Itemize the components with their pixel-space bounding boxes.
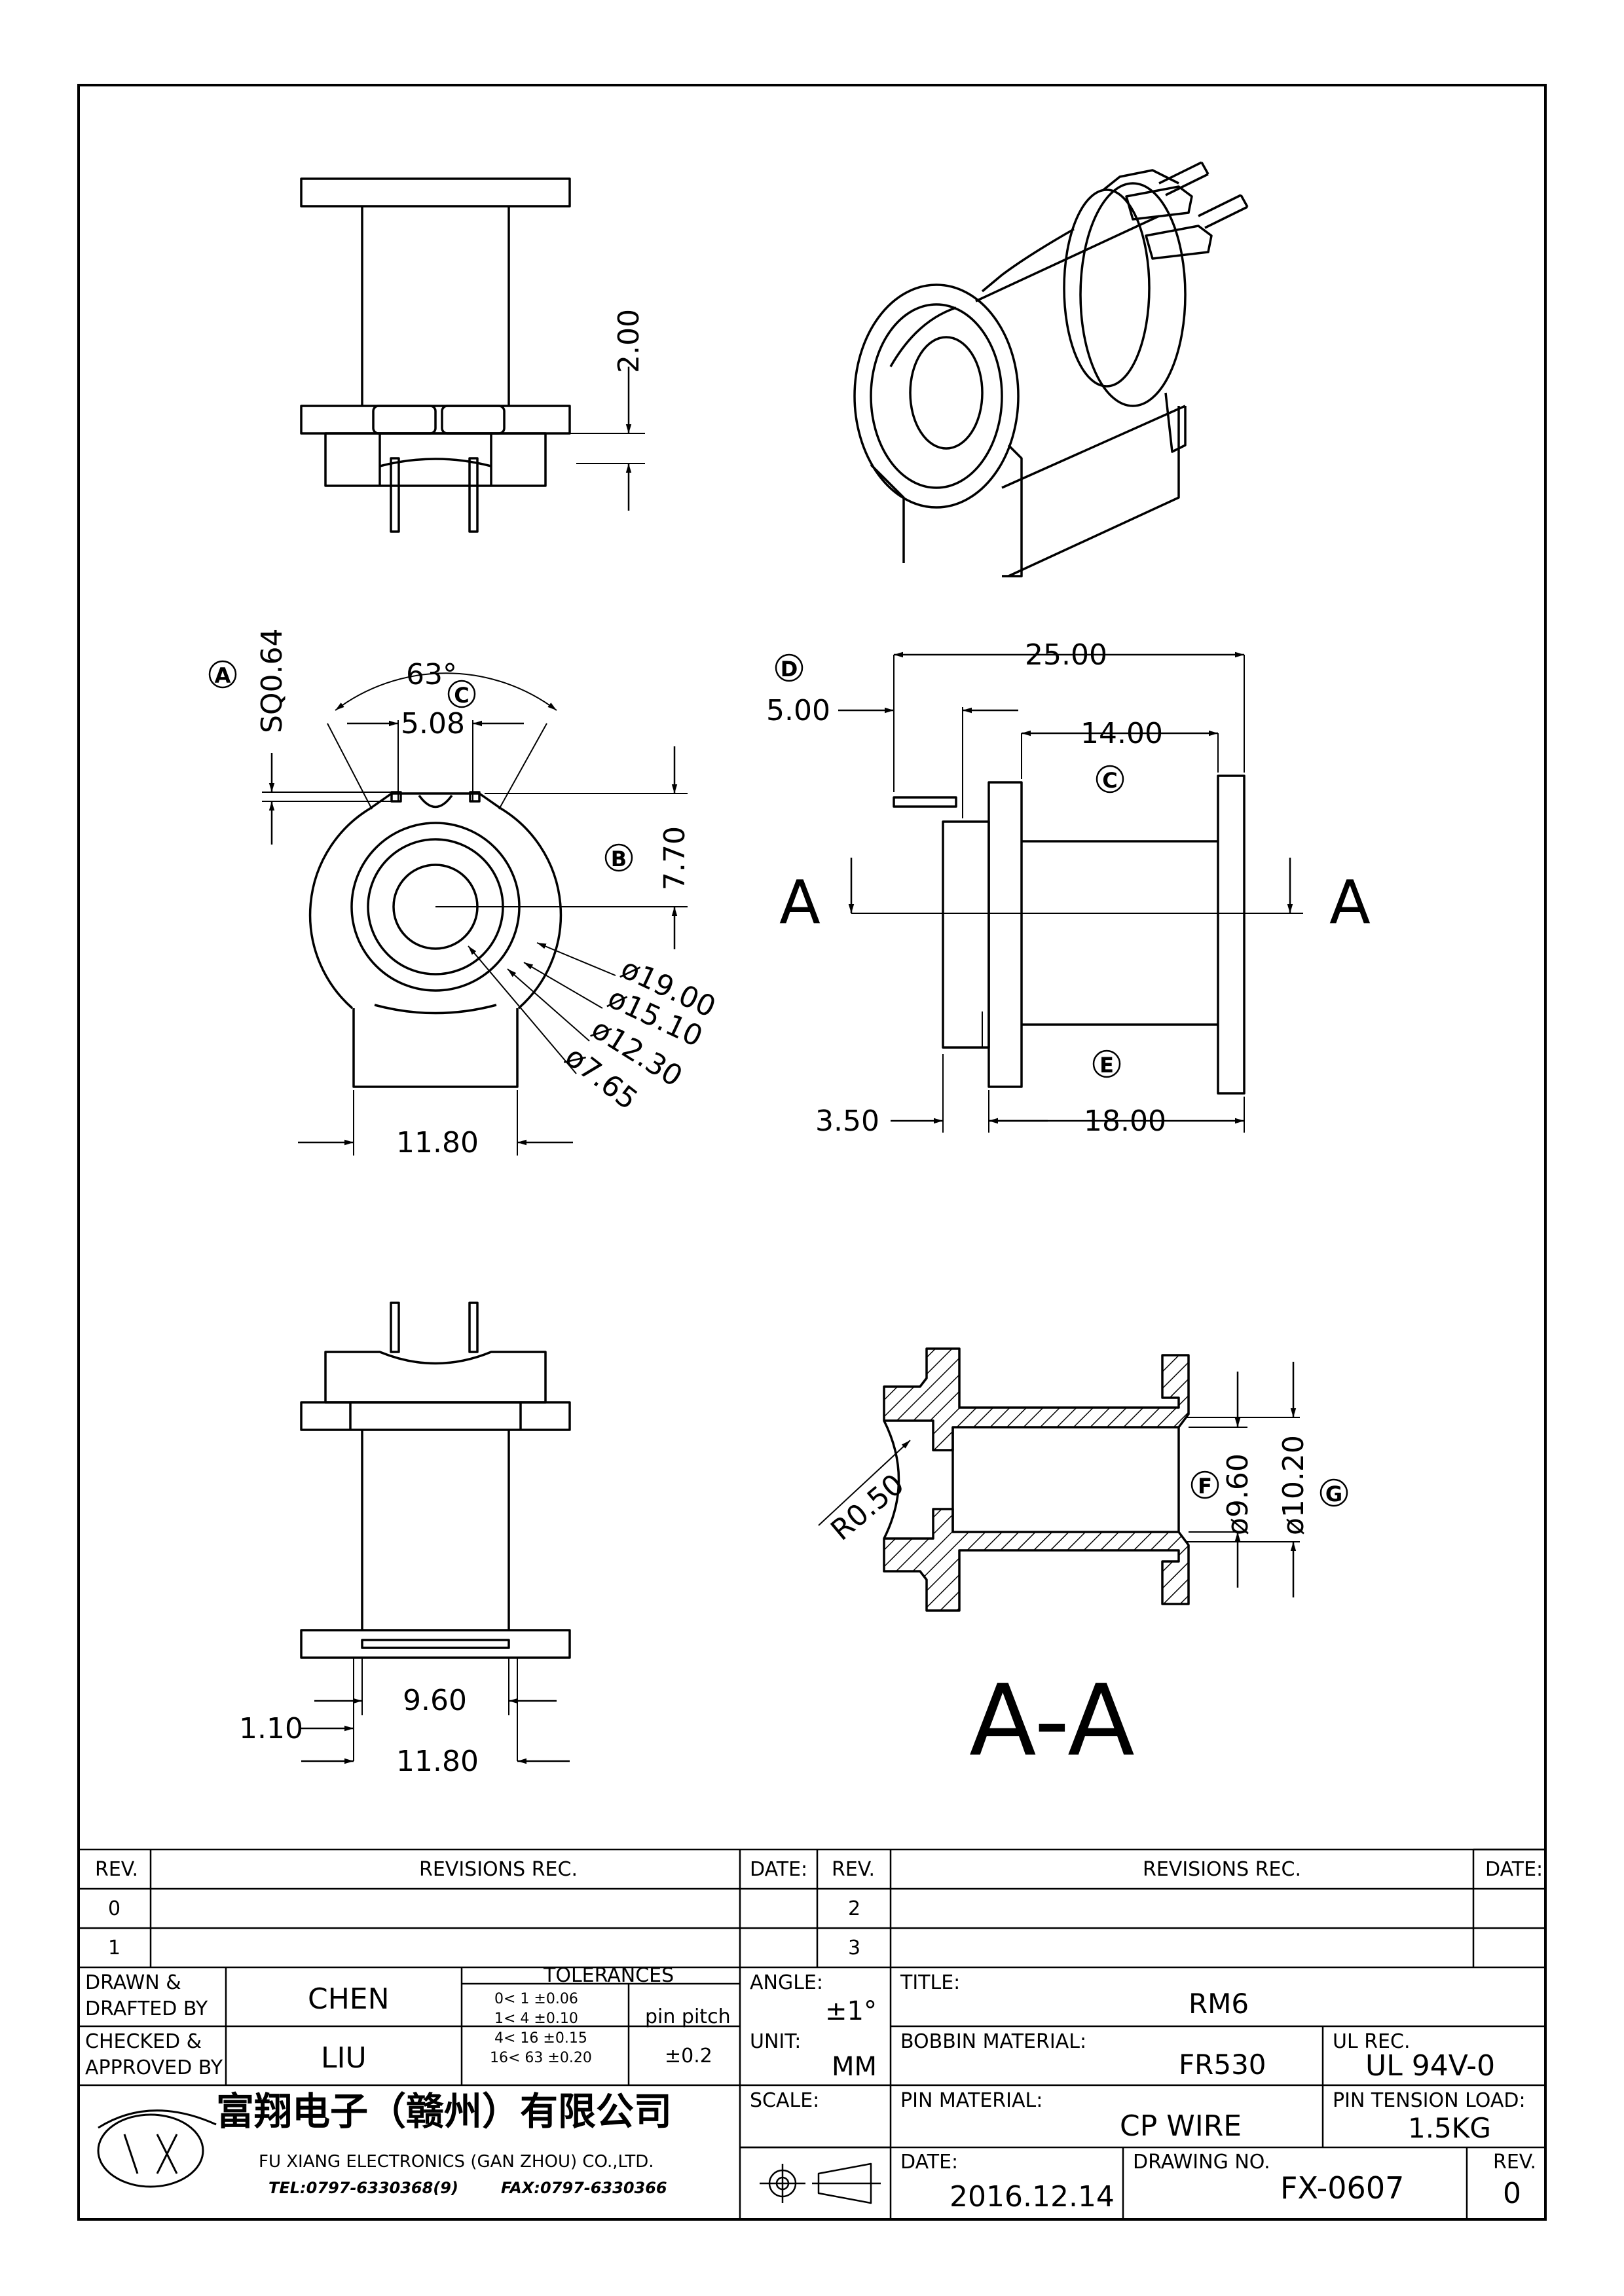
- tol-row-2: 4< 16 ±0.15: [494, 2030, 587, 2047]
- rev-label: REV.: [1493, 2151, 1536, 2174]
- pin-tension-label: PIN TENSION LOAD:: [1333, 2089, 1526, 2112]
- dia-outer-section: ø10.20: [1277, 1435, 1310, 1535]
- unit-value: MM: [832, 2052, 877, 2082]
- rev-value: 0: [1503, 2177, 1521, 2210]
- projection-symbol: [760, 2162, 881, 2204]
- company-name-cn: 富翔电子（赣州）有限公司: [216, 2089, 672, 2134]
- marker-b: B: [611, 847, 627, 871]
- checked-by: LIU: [321, 2041, 367, 2075]
- date-header-left: DATE:: [750, 1858, 807, 1881]
- revisions-header-left: REVISIONS REC.: [419, 1858, 578, 1881]
- pin-material-label: PIN MATERIAL:: [900, 2089, 1043, 2112]
- drawing-no-value: FX-0607: [1280, 2170, 1404, 2206]
- revisions-header-right: REVISIONS REC.: [1143, 1858, 1301, 1881]
- marker-e: E: [1099, 1053, 1114, 1078]
- rev-row-1: 1: [108, 1937, 120, 1959]
- dim-angle: 63°: [406, 658, 457, 691]
- tol-row-3: 16< 63 ±0.20: [490, 2050, 592, 2066]
- rev-header-left: REV.: [95, 1858, 138, 1881]
- section-view: [818, 1347, 1300, 1612]
- bottom-view: [300, 1302, 571, 1764]
- title-value: RM6: [1189, 1988, 1249, 2020]
- pin-pitch-value: ±0.2: [665, 2045, 712, 2068]
- company-name-en: FU XIANG ELECTRONICS (GAN ZHOU) CO.,LTD.: [259, 2152, 654, 2172]
- drawn-label-2: DRAFTED BY: [85, 1997, 208, 2020]
- ul-value: UL 94V-0: [1365, 2049, 1495, 2083]
- angle-label: ANGLE:: [750, 1971, 823, 1994]
- bobbin-material-value: FR530: [1179, 2049, 1266, 2081]
- bobbin-material-label: BOBBIN MATERIAL:: [900, 2030, 1086, 2053]
- title-block-grid: [79, 1848, 1545, 2219]
- rev-header-right: REV.: [832, 1858, 875, 1881]
- section-label-right: A: [1329, 867, 1371, 938]
- section-title: A-A: [969, 1664, 1135, 1778]
- marker-f: F: [1198, 1474, 1212, 1499]
- rev-row-3: 3: [848, 1937, 860, 1959]
- company-fax: FAX:0797-6330366: [501, 2179, 667, 2197]
- top-view: [300, 177, 645, 533]
- side-view: [838, 651, 1303, 1133]
- pin-material-value: CP WIRE: [1120, 2109, 1242, 2143]
- checked-label-1: CHECKED &: [85, 2030, 202, 2053]
- date-value: 2016.12.14: [950, 2180, 1115, 2214]
- title-label: TITLE:: [900, 1971, 960, 1994]
- marker-c-side: C: [1102, 768, 1117, 793]
- dim-slot: 1.10: [239, 1712, 303, 1745]
- drawn-label-1: DRAWN &: [85, 1971, 181, 1994]
- dim-height-top: 2.00: [612, 309, 646, 373]
- unit-label: UNIT:: [750, 2030, 801, 2053]
- circle-markers: [208, 653, 1348, 1507]
- dim-length: 18.00: [1084, 1104, 1166, 1138]
- ul-label: UL REC.: [1333, 2030, 1411, 2053]
- section-label-left: A: [779, 867, 821, 938]
- dim-center-height: 7.70: [658, 826, 692, 890]
- checked-label-2: APPROVED BY: [85, 2056, 223, 2079]
- isometric-view: [853, 161, 1249, 577]
- rev-row-0: 0: [108, 1897, 120, 1920]
- drawing-border: [77, 84, 1547, 2221]
- date-header-right: DATE:: [1485, 1858, 1543, 1881]
- dim-base-width: 11.80: [396, 1126, 479, 1159]
- front-view: [262, 672, 688, 1156]
- pin-pitch-label: pin pitch: [645, 2005, 731, 2028]
- date-label: DATE:: [900, 2151, 958, 2174]
- tolerances-header: TOLERANCES: [543, 1964, 674, 1987]
- dim-width-bottom: 11.80: [396, 1745, 479, 1778]
- drawn-by: CHEN: [308, 1982, 390, 2016]
- dia-inner-section: ø9.60: [1221, 1453, 1255, 1535]
- dim-inner-bottom: 9.60: [403, 1684, 467, 1717]
- dim-sq: SQ0.64: [255, 628, 289, 733]
- angle-value: ±1°: [825, 1996, 877, 2026]
- dim-overall: 25.00: [1025, 638, 1107, 672]
- dim-flange-thk: 3.50: [815, 1104, 879, 1138]
- marker-a: A: [215, 663, 231, 688]
- dim-pin-spacing: 5.08: [401, 707, 465, 740]
- tol-row-0: 0< 1 ±0.06: [494, 1991, 578, 2007]
- dim-winding: 14.00: [1080, 717, 1163, 750]
- marker-g: G: [1325, 1482, 1342, 1506]
- rev-row-2: 2: [848, 1897, 860, 1920]
- dim-pin-ext: 5.00: [766, 694, 830, 727]
- company-tel: TEL:0797-6330368(9): [268, 2179, 458, 2197]
- scale-label: SCALE:: [750, 2089, 819, 2112]
- tol-row-1: 1< 4 ±0.10: [494, 2011, 578, 2027]
- drawing-no-label: DRAWING NO.: [1133, 2151, 1270, 2174]
- company-logo: [97, 2109, 217, 2188]
- marker-d: D: [781, 657, 798, 682]
- pin-tension-value: 1.5KG: [1408, 2112, 1491, 2144]
- marker-c-front: C: [454, 683, 469, 708]
